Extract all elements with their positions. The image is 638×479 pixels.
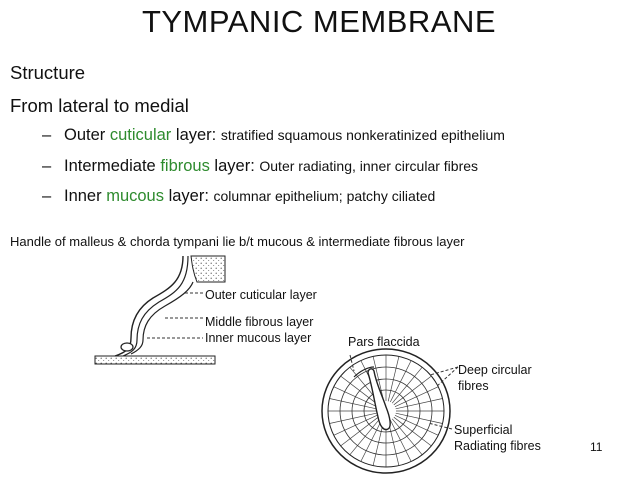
- bullet-suffix: layer:: [163, 187, 214, 205]
- bullet-suffix: layer:: [171, 126, 221, 144]
- bullet-outer-layer: –Outer cuticular layer: stratified squam…: [42, 126, 505, 145]
- radiating-fibre-line: [391, 418, 423, 456]
- bullet-intermediate-layer: –Intermediate fibrous layer: Outer radia…: [42, 157, 478, 176]
- structure-heading: Structure: [10, 62, 86, 83]
- bullet-inner-layer: –Inner mucous layer: columnar epithelium…: [42, 187, 435, 206]
- bullet-dash: –: [42, 126, 52, 144]
- membrane-layer-3: [130, 281, 194, 355]
- radiating-fibre-line: [389, 360, 412, 403]
- label-superficial: Superficial: [454, 423, 513, 437]
- bullet-highlight: cuticular: [109, 126, 172, 144]
- malleus-handle: [367, 368, 391, 431]
- membrane-layer-2: [122, 255, 189, 357]
- malleus-note: Handle of malleus & chorda tympani lie b…: [10, 234, 465, 249]
- radiating-fibre-line: [391, 366, 423, 404]
- page-number: 11: [590, 440, 603, 454]
- circular-fibre-2: [351, 378, 421, 444]
- label-pars-flaccida: Pars flaccida: [348, 335, 420, 349]
- bullet-prefix: Inner: [64, 187, 107, 205]
- leader-pars-flaccida: [349, 354, 355, 372]
- handle-knob: [120, 342, 134, 352]
- bullet-dash: –: [42, 187, 52, 205]
- label-deep-circular-fibres: fibres: [458, 379, 489, 393]
- bullet-detail: Outer radiating, inner circular fibres: [259, 158, 479, 174]
- membrane-outer-ring: [321, 348, 451, 474]
- radiating-fibre-line: [349, 418, 381, 456]
- radiating-fibre-line: [389, 419, 412, 462]
- bullet-highlight: mucous: [106, 187, 164, 205]
- bullet-dash: –: [42, 157, 52, 175]
- lower-bone-shape: [94, 355, 216, 365]
- order-heading: From lateral to medial: [10, 95, 189, 116]
- bullet-highlight: fibrous: [160, 157, 210, 175]
- circular-fibre-3: [363, 389, 409, 433]
- slide-title: TYMPANIC MEMBRANE: [141, 4, 497, 39]
- bullet-detail: columnar epithelium; patchy ciliated: [213, 188, 436, 204]
- label-inner-mucous: Inner mucous layer: [205, 331, 312, 345]
- bullet-detail: stratified squamous nonkeratinized epith…: [220, 127, 505, 143]
- circular-fibre-1: [339, 366, 433, 456]
- label-outer-cuticular: Outer cuticular layer: [205, 288, 317, 302]
- bullet-prefix: Outer: [64, 126, 110, 144]
- membrane-diagram: [321, 348, 459, 474]
- leader-superficial: [427, 422, 453, 430]
- radiating-fibre-line: [360, 419, 383, 462]
- radiating-fibre-line: [387, 356, 400, 402]
- bullet-suffix: layer:: [209, 157, 260, 175]
- label-middle-fibrous: Middle fibrous layer: [205, 315, 314, 329]
- bullet-prefix: Intermediate: [64, 157, 161, 175]
- label-deep-circular: Deep circular: [458, 363, 532, 377]
- malleus-process: [353, 366, 375, 378]
- upper-bone-shape: [190, 255, 226, 283]
- radiating-fibre-line: [372, 356, 385, 402]
- label-radiating-fibres: Radiating fibres: [454, 439, 541, 453]
- section-diagram: [94, 255, 226, 365]
- radiating-fibre-line: [387, 420, 400, 466]
- membrane-layer-1: [114, 255, 184, 357]
- membrane-inner-ring: [327, 354, 445, 468]
